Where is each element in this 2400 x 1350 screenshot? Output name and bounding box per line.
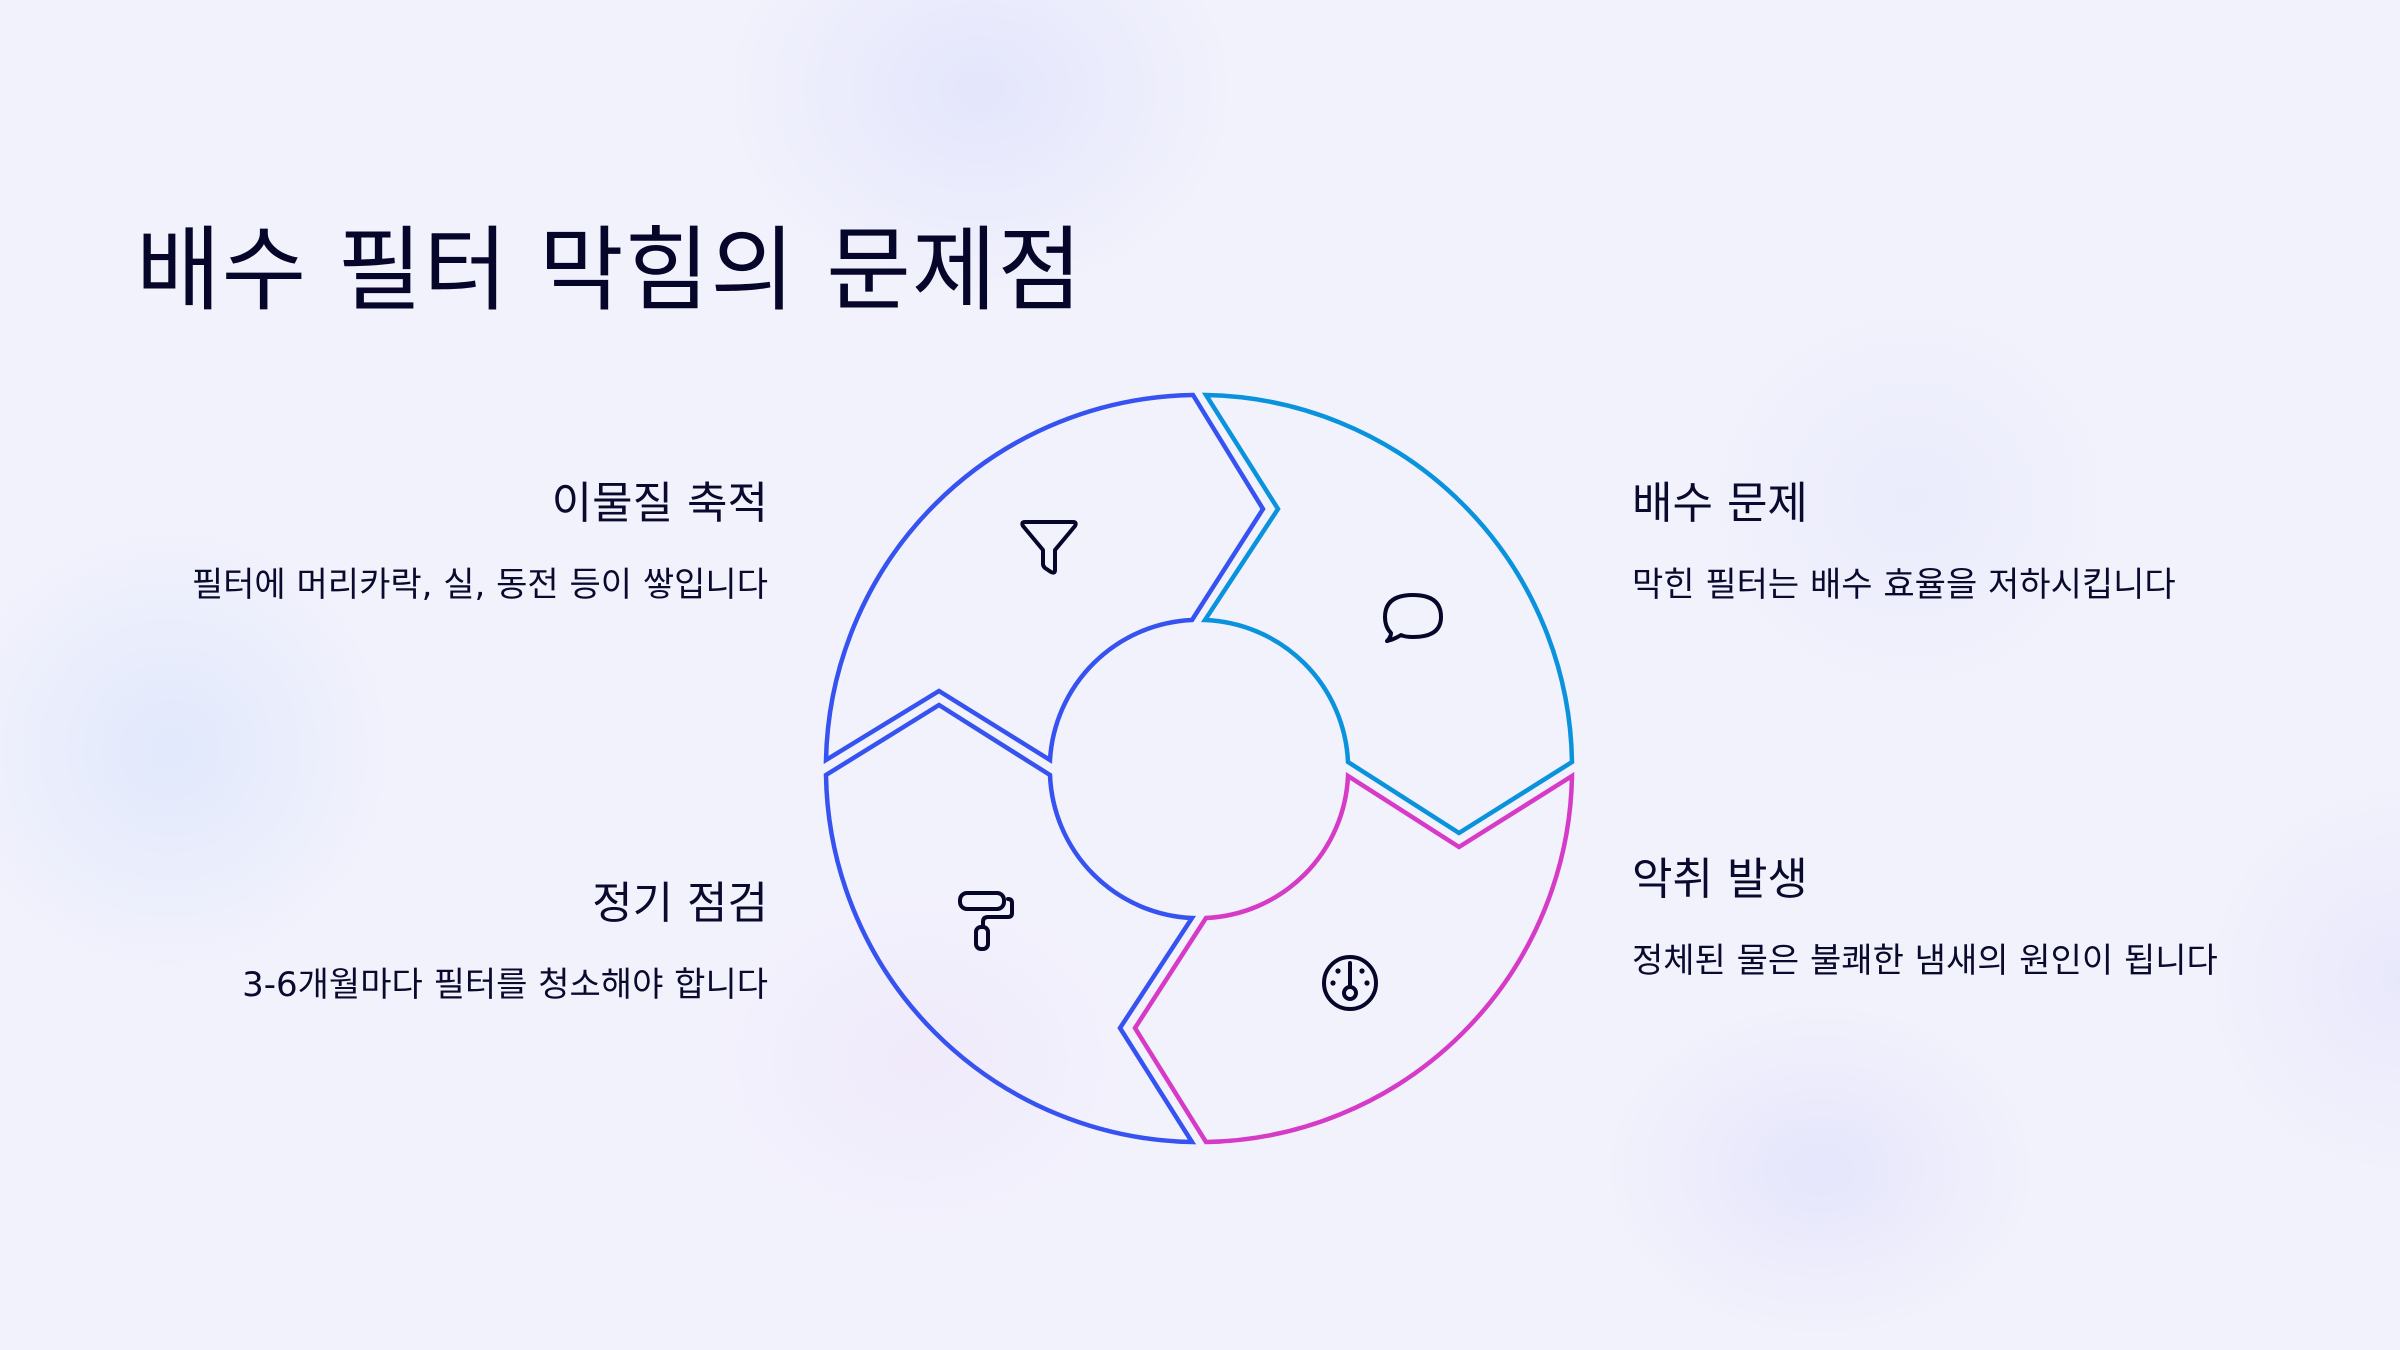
paint-roller-icon — [958, 891, 1014, 951]
item-regular-inspection: 정기 점검 3-6개월마다 필터를 청소해야 합니다 — [128, 876, 768, 1014]
item-description: 정체된 물은 불쾌한 냄새의 원인이 됩니다 — [1632, 941, 2218, 981]
gauge-meter-icon — [1322, 955, 1378, 1011]
item-heading: 정기 점검 — [592, 878, 768, 929]
item-odor: 악취 발생 정체된 물은 불쾌한 냄새의 원인이 됩니다 — [1632, 852, 2252, 990]
item-debris-buildup: 이물질 축적 필터에 머리카락, 실, 동전 등이 쌓입니다 — [128, 476, 768, 614]
cycle-segment-bottom-right — [1132, 771, 1575, 1145]
cycle-segment-bottom-left — [823, 702, 1197, 1145]
funnel-filter-icon — [1020, 520, 1078, 575]
item-heading: 배수 문제 — [1632, 478, 1808, 529]
speech-bubble-icon — [1383, 593, 1443, 643]
cycle-segment-top-right — [1200, 392, 1575, 836]
item-description: 필터에 머리카락, 실, 동전 등이 쌓입니다 — [191, 565, 768, 605]
item-description: 막힌 필터는 배수 효율을 저하시킵니다 — [1632, 565, 2176, 605]
cycle-segment-top-left — [823, 392, 1266, 765]
item-heading: 이물질 축적 — [551, 478, 768, 529]
item-description: 3-6개월마다 필터를 청소해야 합니다 — [242, 965, 768, 1005]
item-drainage-problem: 배수 문제 막힌 필터는 배수 효율을 저하시킵니다 — [1632, 476, 2252, 614]
page-title: 배수 필터 막힘의 문제점 — [136, 217, 1084, 324]
item-heading: 악취 발생 — [1632, 854, 1808, 905]
